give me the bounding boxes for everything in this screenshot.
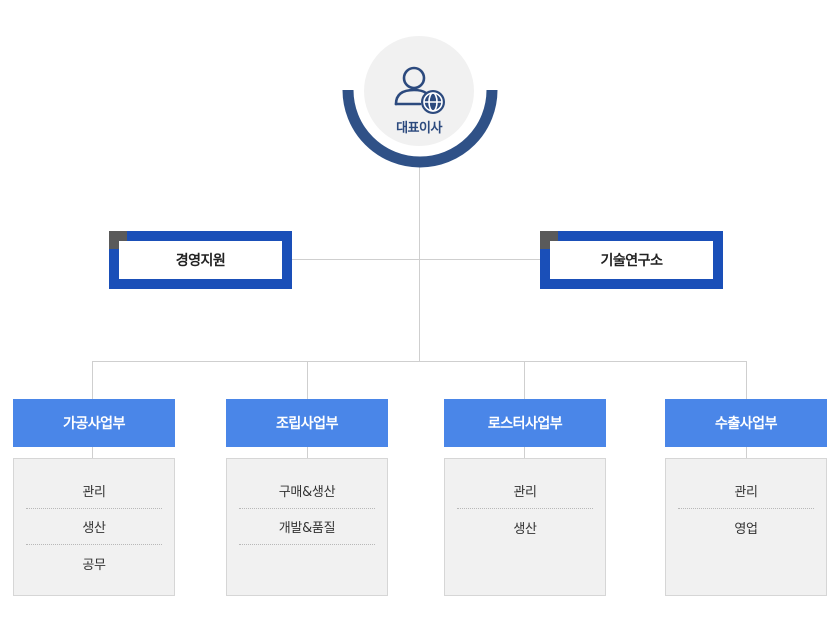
connector-dept-2 (307, 361, 308, 399)
connector-departments (92, 361, 747, 362)
connector-head-box-1 (92, 447, 93, 458)
dept-panel-export: 관리 영업 (665, 458, 827, 596)
dept-list-item: 구매&생산 (239, 473, 375, 509)
connector-head-box-4 (746, 447, 747, 458)
dept-panel-assembly: 구매&생산 개발&품질 (226, 458, 388, 596)
staff-node-management-support[interactable]: 경영지원 (109, 231, 292, 289)
dept-list-item: 관리 (678, 473, 814, 509)
connector-head-box-3 (524, 447, 525, 458)
connector-dept-3 (524, 361, 525, 399)
dept-head-roaster[interactable]: 로스터사업부 (444, 399, 606, 447)
dept-head-assembly[interactable]: 조립사업부 (226, 399, 388, 447)
connector-dept-4 (746, 361, 747, 399)
user-globe-icon (394, 66, 445, 114)
connector-dept-1 (92, 361, 93, 399)
dept-head-processing[interactable]: 가공사업부 (13, 399, 175, 447)
dept-panel-processing: 관리 생산 공무 (13, 458, 175, 596)
dept-list-item: 생산 (26, 509, 162, 545)
connector-head-box-2 (307, 447, 308, 458)
ceo-arc (342, 89, 498, 168)
staff-label: 기술연구소 (550, 241, 713, 279)
staff-label: 경영지원 (119, 241, 282, 279)
connector-ceo-trunk (419, 160, 420, 362)
dept-list-item: 공무 (82, 557, 106, 573)
connector-staff (292, 259, 540, 260)
dept-head-export[interactable]: 수출사업부 (665, 399, 827, 447)
dept-list-item: 생산 (513, 521, 537, 537)
dept-list-item: 관리 (457, 473, 593, 509)
staff-node-research-lab[interactable]: 기술연구소 (540, 231, 723, 289)
dept-list-item: 관리 (26, 473, 162, 509)
ceo-label: 대표이사 (396, 121, 442, 136)
dept-list-item: 영업 (734, 521, 758, 537)
dept-panel-roaster: 관리 생산 (444, 458, 606, 596)
dept-list-item: 개발&품질 (239, 509, 375, 545)
